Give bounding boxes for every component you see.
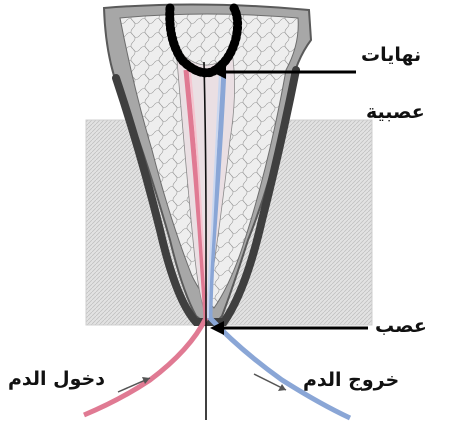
label-nerve-endings-line1: نهايات <box>361 46 421 65</box>
label-blood-out: خروج الدم <box>303 371 399 390</box>
label-blood-in: دخول الدم <box>8 370 105 389</box>
label-nerve-endings-line2: عصبية <box>366 103 425 122</box>
label-nerve: عصب <box>375 317 427 336</box>
